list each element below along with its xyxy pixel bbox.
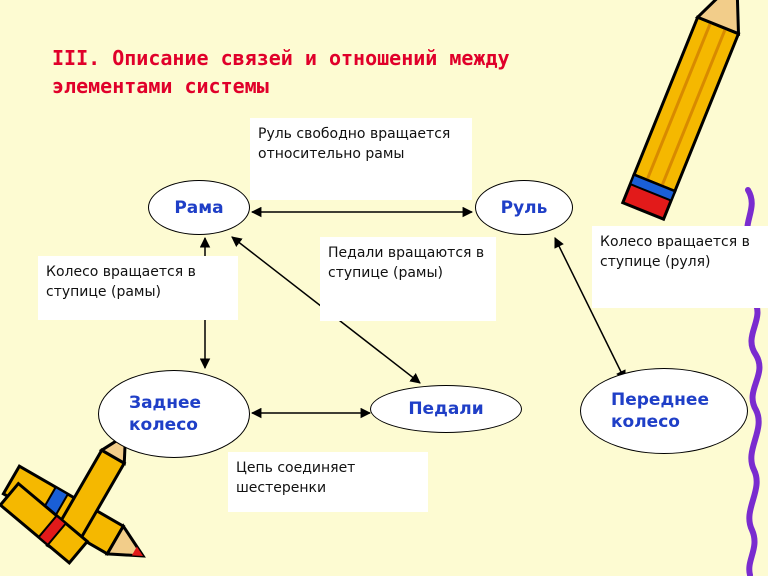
- node-rear-wheel: Заднее колесо: [98, 370, 250, 458]
- node-rear-wheel-label: Заднее колесо: [129, 393, 202, 435]
- crayon-icon: [0, 481, 90, 565]
- node-handlebar: Руль: [475, 180, 573, 235]
- node-frame: Рама: [148, 180, 250, 235]
- label-handlebar-frame: Руль свободно вращается относительно рам…: [250, 118, 472, 200]
- node-handlebar-label: Руль: [500, 197, 548, 218]
- label-rear-wheel-frame: Колесо вращается в ступице (рамы): [38, 256, 238, 320]
- label-chain: Цепь соединяет шестеренки: [228, 452, 428, 512]
- pencil-icon: [620, 0, 741, 222]
- node-frame-label: Рама: [174, 197, 224, 218]
- node-front-wheel-label: Переднее колесо: [611, 390, 709, 432]
- node-pedals: Педали: [370, 385, 522, 433]
- node-pedals-label: Педали: [408, 399, 484, 419]
- arrow-handlebar-front-wheel: [554, 237, 626, 381]
- page-title: III. Описание связей и отношений между э…: [52, 46, 510, 98]
- node-front-wheel: Переднее колесо: [580, 368, 748, 454]
- label-pedals-frame: Педали вращаются в ступице (рамы): [320, 237, 496, 321]
- label-front-wheel-handlebar: Колесо вращается в ступице (руля): [592, 226, 768, 308]
